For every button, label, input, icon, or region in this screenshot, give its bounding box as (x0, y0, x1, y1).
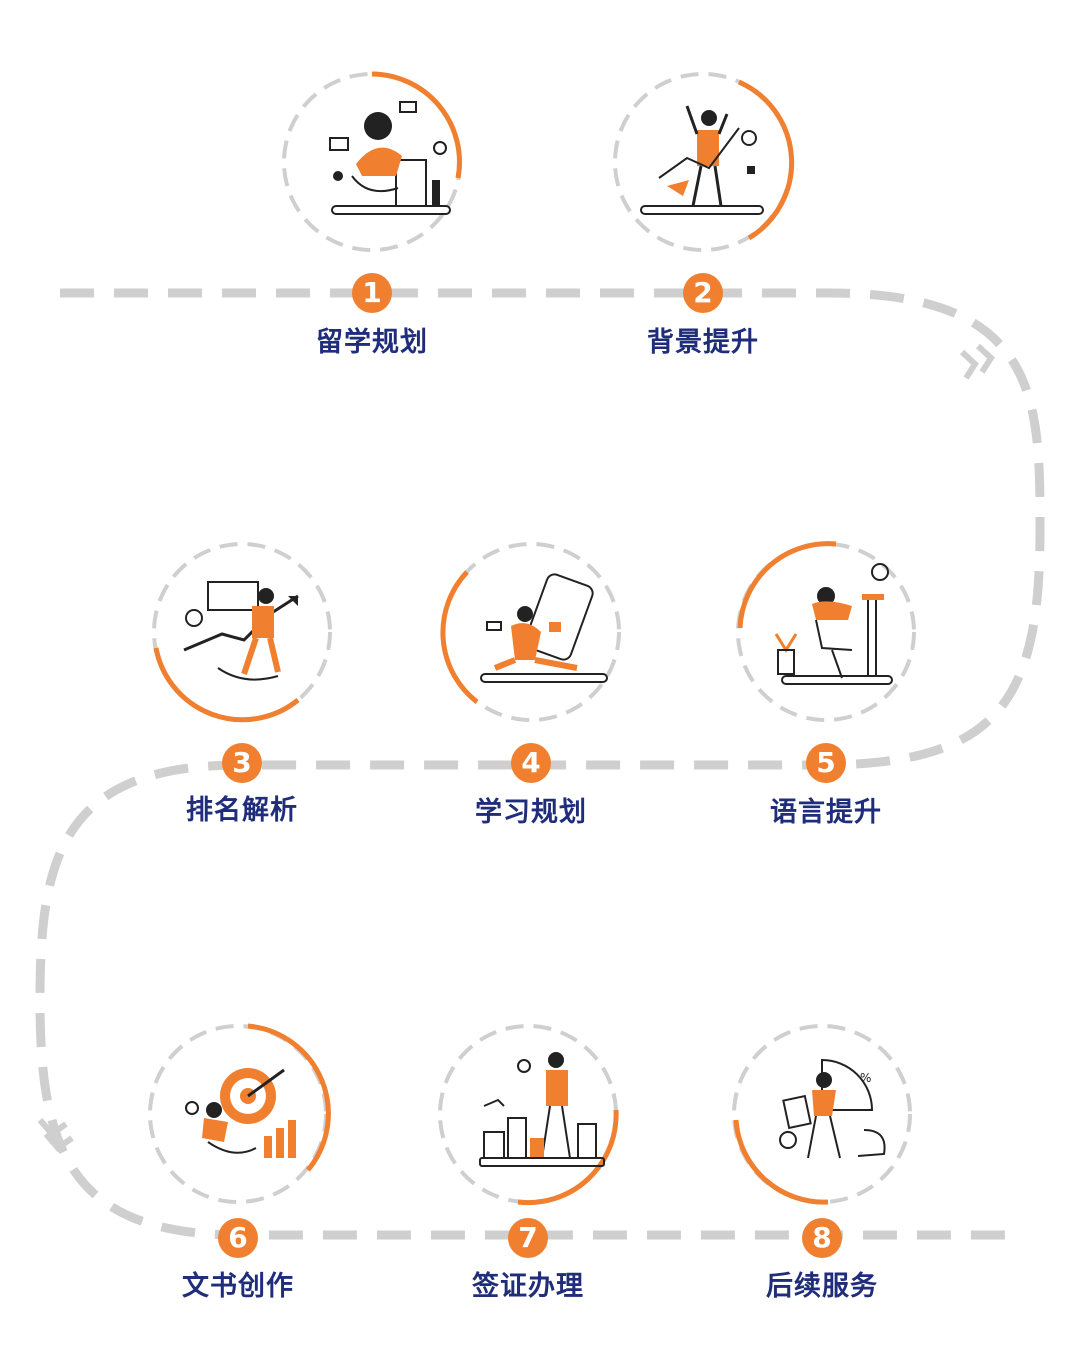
follow-up-service-illustration: % (779, 1058, 886, 1159)
essay-writing-illustration (185, 1068, 296, 1158)
chevron-down-icon (37, 1118, 74, 1153)
step-number-badge: 4 (511, 743, 551, 783)
language-boost-illustration (774, 563, 893, 685)
step-ring (434, 1020, 622, 1208)
ranking-analysis-illustration (183, 581, 299, 681)
visa-processing-illustration (479, 1052, 605, 1167)
step-label: 签证办理 (472, 1271, 584, 1302)
step-label: 文书创作 (182, 1271, 294, 1302)
step-label: 排名解析 (186, 795, 298, 826)
background-boost-illustration (640, 105, 764, 215)
step-ring (609, 68, 797, 256)
step-label: 学习规划 (475, 797, 587, 828)
step-number-badge: 1 (352, 273, 392, 313)
step-ring (278, 68, 466, 256)
chevron-right-icon (959, 343, 995, 380)
step-number-badge: 7 (508, 1218, 548, 1258)
step-ring (437, 538, 625, 726)
svg-text:%: % (860, 1071, 871, 1085)
step-label: 背景提升 (647, 327, 759, 358)
learning-plan-illustration (480, 573, 608, 683)
step-label: 语言提升 (770, 797, 882, 828)
step-number-badge: 5 (806, 743, 846, 783)
step-label: 留学规划 (316, 327, 428, 358)
step-ring (144, 1020, 332, 1208)
step-number-badge: 8 (802, 1218, 842, 1258)
step-number-badge: 6 (218, 1218, 258, 1258)
step-ring (148, 538, 336, 726)
study-planning-illustration (329, 101, 451, 215)
step-number-badge: 3 (222, 743, 262, 783)
step-number-badge: 2 (683, 273, 723, 313)
step-ring (732, 538, 920, 726)
step-ring: % (728, 1020, 916, 1208)
step-label: 后续服务 (766, 1271, 878, 1302)
